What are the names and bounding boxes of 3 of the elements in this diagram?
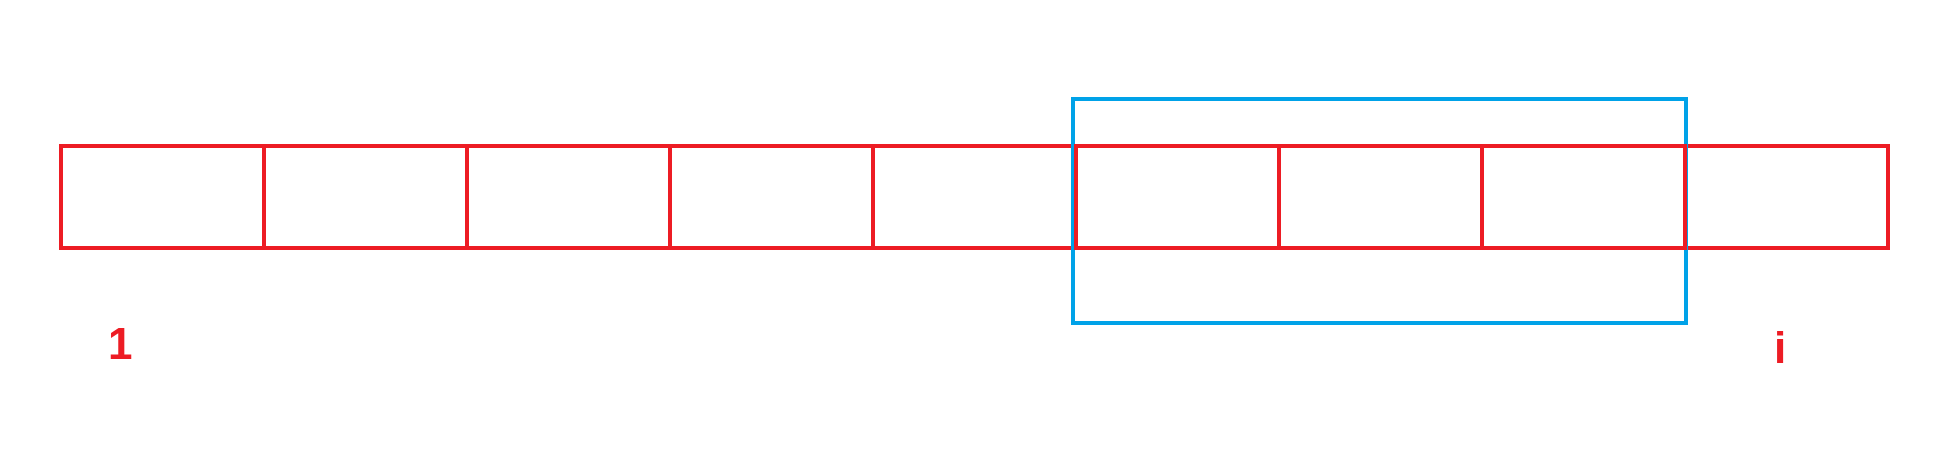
index-label: 1 <box>108 322 133 366</box>
highlight-frame <box>1071 97 1688 325</box>
index-label: i <box>1774 326 1787 370</box>
